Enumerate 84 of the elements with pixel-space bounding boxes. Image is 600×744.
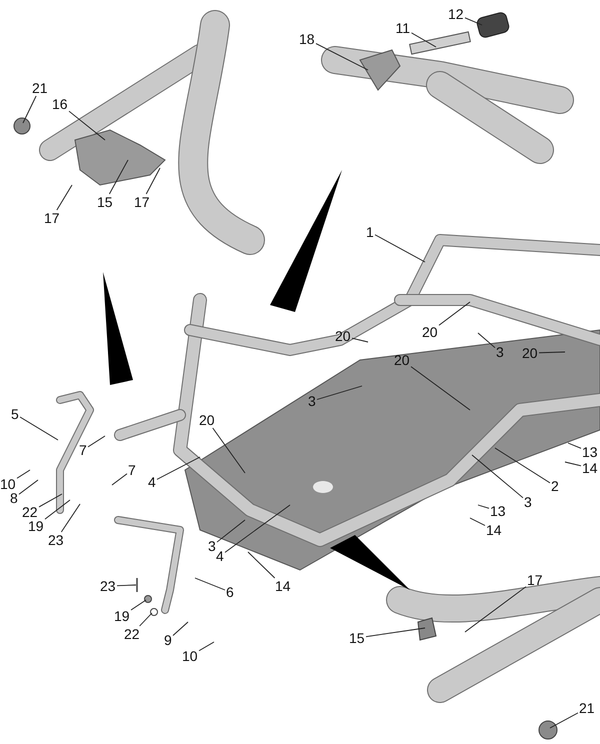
callout-number: 4 — [148, 475, 156, 489]
leader-line — [224, 504, 290, 553]
callout-number: 10 — [0, 477, 16, 491]
callout-number: 21 — [32, 81, 48, 95]
leader-line — [212, 428, 246, 474]
leader-line — [172, 622, 188, 636]
leader-line — [478, 504, 490, 509]
leader-line — [88, 436, 106, 448]
callout-number: 16 — [52, 97, 68, 111]
callout-number: 11 — [396, 21, 410, 35]
callout-number: 20 — [199, 413, 215, 427]
leader-line — [248, 552, 276, 578]
leader-line — [410, 366, 470, 410]
callout-number: 13 — [490, 504, 506, 518]
callout-number: 2 — [551, 479, 559, 493]
callout-number: 23 — [100, 579, 116, 593]
callout-number: 6 — [226, 585, 234, 599]
leader-line — [316, 386, 362, 400]
leader-line — [156, 456, 200, 480]
leader-line — [352, 338, 368, 342]
leader-line — [494, 448, 550, 484]
callout-number: 22 — [124, 627, 140, 641]
callout-number: 15 — [97, 195, 113, 209]
callout-number: 20 — [394, 353, 410, 367]
leader-line — [18, 480, 38, 495]
callout-number: 22 — [22, 505, 38, 519]
leader-line — [568, 442, 582, 449]
callout-number: 3 — [208, 539, 216, 553]
leader-line — [366, 628, 426, 638]
leader-line — [470, 518, 486, 526]
callout-number: 20 — [522, 346, 538, 360]
callout-number: 10 — [182, 649, 198, 663]
callout-number: 21 — [579, 701, 595, 715]
leader-line — [108, 160, 128, 194]
callout-number: 7 — [128, 463, 136, 477]
leader-line — [411, 32, 436, 48]
callout-number: 23 — [48, 533, 64, 547]
callout-number: 14 — [275, 579, 291, 593]
callout-number: 19 — [28, 519, 44, 533]
leader-line — [438, 302, 470, 326]
callout-number: 3 — [496, 345, 504, 359]
leader-line — [56, 184, 72, 210]
leader-line — [20, 416, 58, 440]
callout-number: 1 — [366, 225, 374, 239]
leader-line — [60, 504, 80, 532]
leader-line — [16, 470, 30, 479]
leader-line — [472, 454, 524, 498]
leader-line — [130, 600, 146, 610]
callout-number: 17 — [527, 573, 543, 587]
leader-line — [464, 17, 482, 26]
callout-number: 3 — [524, 495, 532, 509]
callout-number: 8 — [10, 491, 18, 505]
leader-line — [564, 462, 582, 466]
callout-number: 14 — [582, 461, 598, 475]
leader-line — [538, 352, 566, 354]
callout-number: 3 — [308, 394, 316, 408]
leader-line — [550, 712, 578, 728]
callout-number: 20 — [422, 325, 438, 339]
callout-number: 14 — [486, 523, 502, 537]
callout-number: 9 — [164, 633, 172, 647]
leader-line — [38, 494, 62, 508]
leader-line — [216, 520, 246, 542]
callout-number: 13 — [582, 445, 598, 459]
leader-line — [464, 586, 526, 632]
leader-line — [112, 473, 128, 486]
callout-number: 4 — [216, 549, 224, 563]
leader-line — [116, 584, 136, 586]
callout-number: 17 — [44, 211, 60, 225]
leader-line — [198, 642, 214, 652]
leader-line — [478, 332, 496, 348]
callout-number: 7 — [79, 443, 87, 457]
callout-number: 17 — [134, 195, 150, 209]
callout-number: 12 — [448, 7, 464, 21]
callout-number: 15 — [349, 631, 365, 645]
callout-number: 18 — [299, 32, 315, 46]
callout-number: 5 — [11, 407, 19, 421]
leader-line — [44, 500, 70, 520]
leader-line — [146, 168, 160, 194]
leader-line — [374, 234, 426, 262]
callout-number: 19 — [114, 609, 130, 623]
callout-number: 20 — [335, 329, 351, 343]
leader-line — [139, 612, 152, 626]
leader-line — [194, 578, 226, 590]
leader-line — [22, 96, 37, 124]
